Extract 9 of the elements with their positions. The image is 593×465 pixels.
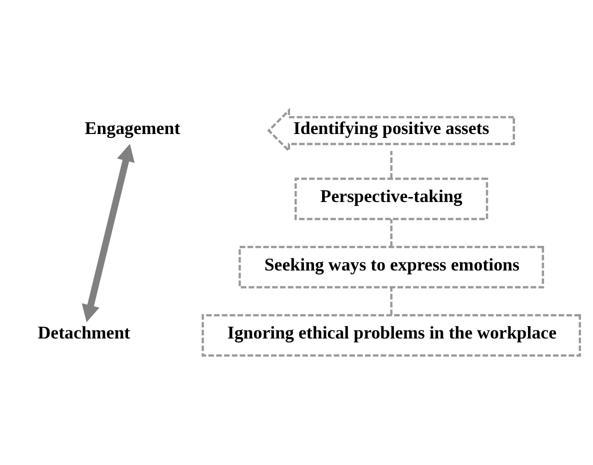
connector <box>390 218 392 246</box>
node-box: Ignoring ethical problems in the workplace <box>202 314 581 356</box>
connector <box>390 150 392 178</box>
node-box: Seeking ways to express emotions <box>238 245 544 288</box>
node-text: Engagement <box>84 117 180 138</box>
node-box: Perspective-taking <box>294 177 488 220</box>
arrow <box>82 143 135 322</box>
node-text: Detachment <box>38 322 130 342</box>
connector <box>390 287 392 315</box>
